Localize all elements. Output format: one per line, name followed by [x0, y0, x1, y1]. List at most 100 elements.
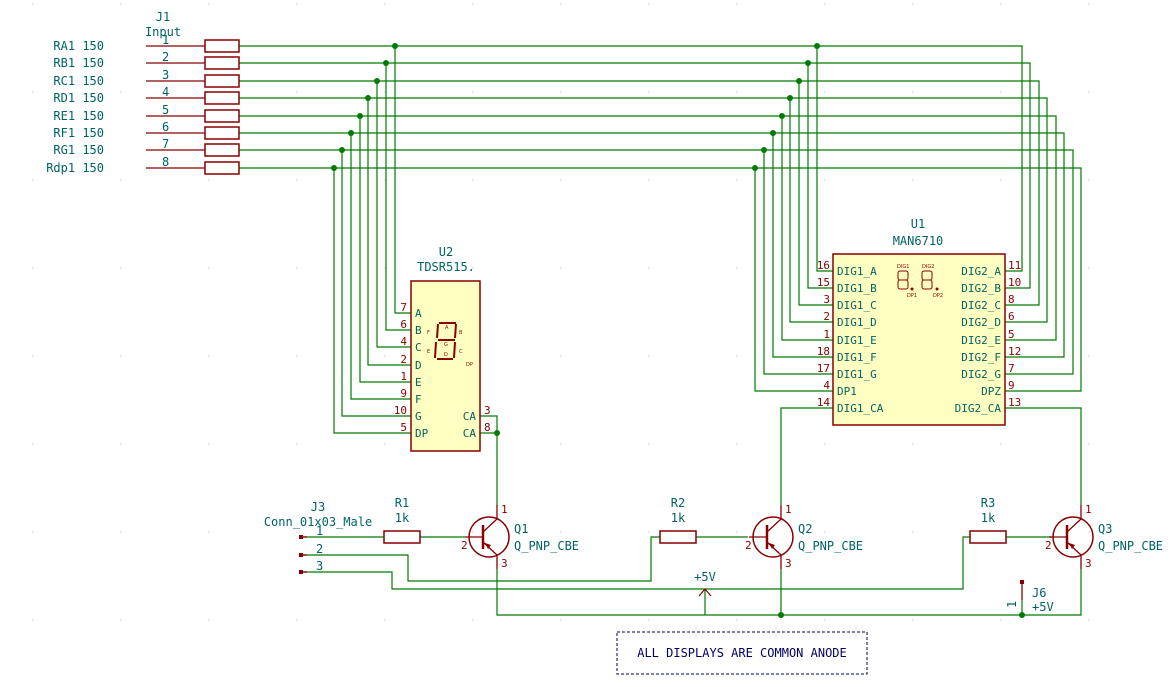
- wire-emitter-rail: [496, 569, 1082, 616]
- grid-dot: [560, 443, 562, 445]
- resistor-r1[interactable]: R1 1k: [383, 496, 421, 544]
- grid-dot: [912, 531, 914, 533]
- wire-u1-ca1: [780, 407, 833, 505]
- grid-dot: [1000, 179, 1002, 181]
- junction: [339, 147, 345, 153]
- u1-dig1-label: DIG1: [897, 264, 909, 270]
- power-5v[interactable]: +5V: [694, 570, 716, 597]
- wire-j3-3: [300, 536, 970, 590]
- u1-pin-name: DIG2_B: [961, 282, 1001, 295]
- wire-j3-2: [300, 536, 660, 582]
- grid-dot: [824, 443, 826, 445]
- grid-dot: [120, 355, 122, 357]
- u1-pin-name: DIG1_F: [837, 351, 877, 364]
- grid-dot: [296, 531, 298, 533]
- grid-dot: [120, 619, 122, 621]
- u1-pin-number: 16: [817, 259, 830, 272]
- wire-seg-g-right: [239, 149, 1074, 375]
- grid-dot: [912, 443, 914, 445]
- grid-dot: [560, 179, 562, 181]
- grid-dot: [32, 267, 34, 269]
- grid-dot: [912, 619, 914, 621]
- u1-pin-number: 11: [1008, 259, 1021, 272]
- j1-pin-number: 2: [162, 50, 169, 64]
- grid-dot: [560, 91, 562, 93]
- grid-dot: [32, 355, 34, 357]
- grid-dot: [1000, 91, 1002, 93]
- junction: [805, 60, 811, 66]
- j3-connector[interactable]: J3 Conn_01x03_Male 1 2 3: [264, 500, 372, 574]
- u2-pin-name: CA: [463, 427, 477, 440]
- wire-seg-a-u2: [394, 46, 411, 314]
- wire-seg-f-u1-left: [772, 133, 833, 358]
- junction: [779, 113, 785, 119]
- grid-dot: [736, 179, 738, 181]
- grid-dot: [1088, 3, 1090, 5]
- wire-seg-d-right: [239, 97, 1048, 323]
- grid-dot: [648, 91, 650, 93]
- transistor-value: Q_PNP_CBE: [798, 539, 863, 553]
- grid-dot: [32, 531, 34, 533]
- u1-pin-number: 8: [1008, 293, 1015, 306]
- u1-pin-name: DIG1_A: [837, 265, 877, 278]
- grid-dot: [472, 179, 474, 181]
- j3-pin3: 3: [316, 559, 323, 573]
- u1-pin-number: 1: [823, 328, 830, 341]
- wire-seg-dp-u1-left: [754, 168, 833, 392]
- junction: [787, 95, 793, 101]
- wire-seg-c-right: [239, 80, 1040, 306]
- u2-pin-name: CA: [463, 410, 477, 423]
- junction: [383, 60, 389, 66]
- junction: [331, 165, 337, 171]
- j1-pin-body: [204, 143, 240, 157]
- u2-pin-name: D: [415, 359, 422, 372]
- wire-seg-b-u1-left: [807, 63, 833, 289]
- j1-net-label: RE1 150: [53, 109, 104, 123]
- r1-value: 1k: [395, 511, 410, 525]
- j1-pin-body: [204, 161, 240, 175]
- grid-dot: [296, 443, 298, 445]
- u2-seg-c-label: C: [459, 349, 463, 355]
- resistor-r3[interactable]: R3 1k: [969, 496, 1007, 544]
- junction: [392, 43, 398, 49]
- junction: [814, 43, 820, 49]
- grid-dot: [384, 619, 386, 621]
- grid-dot: [648, 355, 650, 357]
- u1-pin-number: 10: [1008, 276, 1021, 289]
- junction: [494, 430, 500, 436]
- u2-seg-e-label: E: [427, 349, 430, 355]
- wires: [239, 45, 1082, 616]
- grid-dot: [120, 267, 122, 269]
- j6-connector[interactable]: J6 +5V 1: [1005, 580, 1054, 614]
- u2-seg-b-label: B: [459, 330, 463, 336]
- grid-dot: [1088, 355, 1090, 357]
- grid-dot: [296, 179, 298, 181]
- r3-ref: R3: [981, 496, 995, 510]
- u1-dual-digit-icon: [897, 270, 939, 291]
- wire-seg-a-right: [239, 45, 1023, 272]
- u1-pin-number: 3: [823, 293, 830, 306]
- resistor-r2[interactable]: R2 1k: [659, 496, 697, 544]
- grid-dot: [384, 355, 386, 357]
- grid-dot: [912, 91, 914, 93]
- u1-pin-number: 13: [1008, 396, 1021, 409]
- transistor-pin-c: 1: [785, 503, 792, 516]
- u2-pin-name: E: [415, 376, 422, 389]
- u2-pin-number: 7: [400, 301, 407, 314]
- u1-pin-name: DIG2_G: [961, 368, 1001, 381]
- u1-pin-name: DIG1_G: [837, 368, 877, 381]
- j3-pin1: 1: [316, 524, 323, 538]
- grid-dot: [32, 179, 34, 181]
- transistor-pin-c: 1: [1085, 503, 1092, 516]
- u1-pin-name: DP1: [837, 385, 857, 398]
